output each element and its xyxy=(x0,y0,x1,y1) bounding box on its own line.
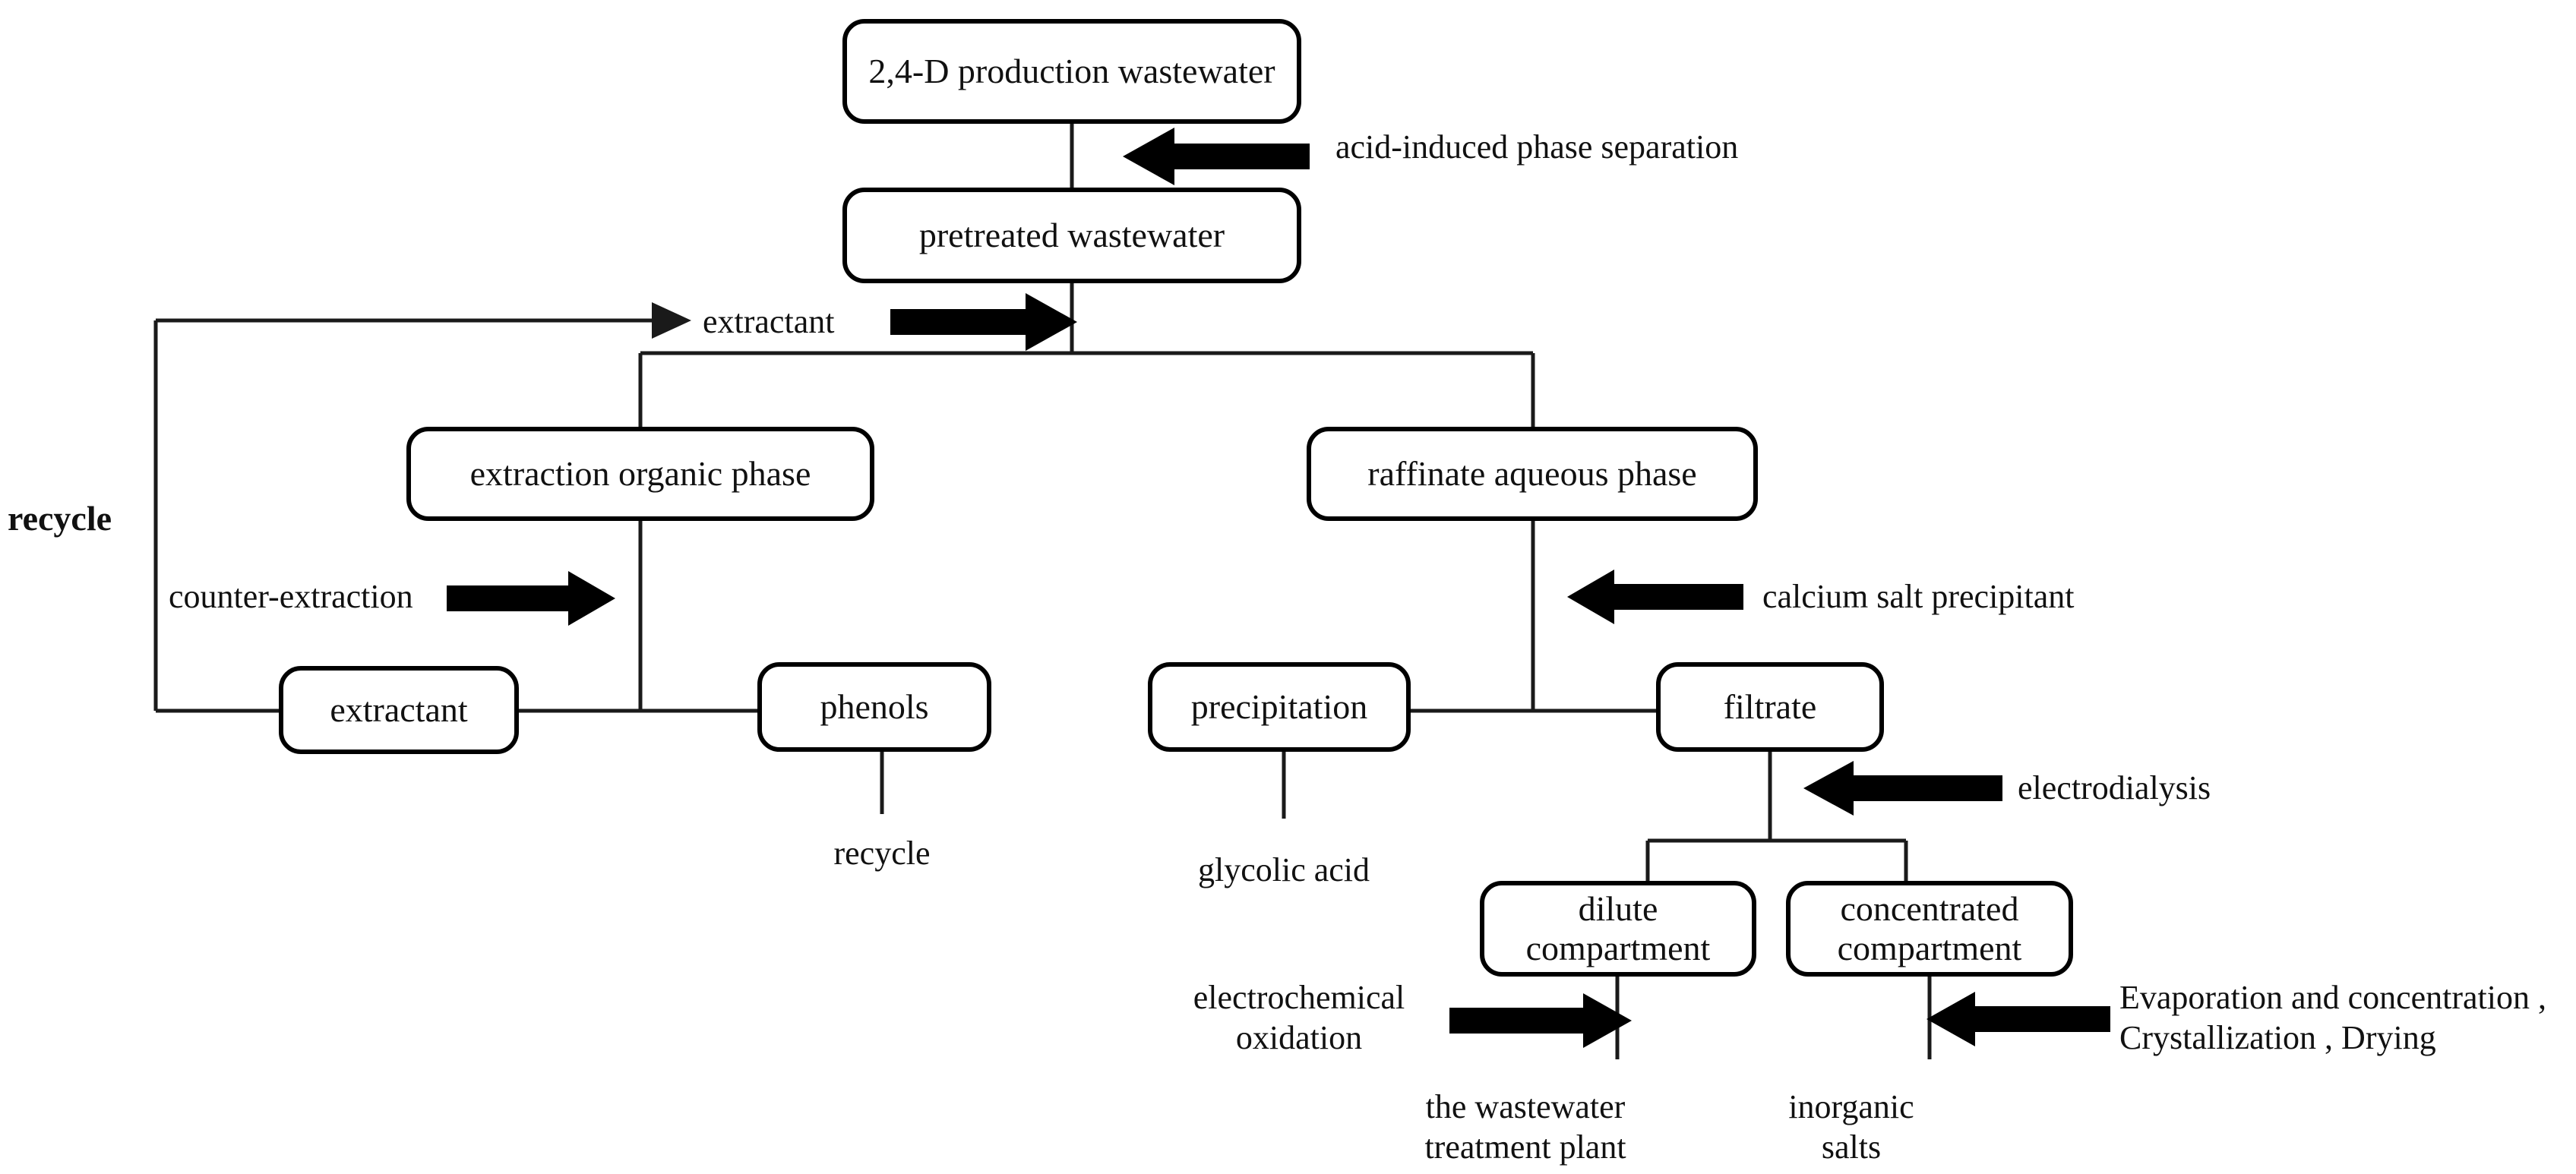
process-label-extractant: extractant xyxy=(703,303,835,340)
node-box-concentrated-compartment[interactable] xyxy=(1786,881,2073,977)
recycle-arrowhead-icon xyxy=(652,302,691,339)
block-arrow-electrochemical-oxidation-icon xyxy=(1449,993,1632,1048)
process-label-glycolic-acid: glycolic acid xyxy=(1197,851,1370,888)
node-box-extractant[interactable] xyxy=(279,666,519,754)
process-label-electrochemical-oxidation: electrochemical oxidation xyxy=(1193,979,1405,1056)
block-arrow-electrodialysis-icon xyxy=(1803,761,2002,816)
node-box-phenols[interactable] xyxy=(757,662,991,752)
node-box-precipitation[interactable] xyxy=(1148,662,1411,752)
block-arrow-evaporation-icon xyxy=(1926,992,2110,1046)
process-label-electrodialysis: electrodialysis xyxy=(2018,769,2211,806)
process-label-evaporation-crystallization-drying: Evaporation and concentration , Crystall… xyxy=(2119,979,2547,1056)
node-box-dilute-compartment[interactable] xyxy=(1480,881,1756,977)
node-box-raffinate-aqueous-phase[interactable] xyxy=(1307,427,1758,521)
node-box-2-4-d-production-wastewater[interactable] xyxy=(842,19,1301,124)
block-arrow-counter-extraction-icon xyxy=(447,571,615,626)
node-box-filtrate[interactable] xyxy=(1656,662,1884,752)
node-box-extraction-organic-phase[interactable] xyxy=(406,427,874,521)
process-label-calcium-salt-precipitant: calcium salt precipitant xyxy=(1762,578,2075,615)
block-arrow-extractant-icon xyxy=(890,293,1077,351)
process-label-acid-induced-phase-separation: acid-induced phase separation xyxy=(1335,128,1739,166)
process-label-inorganic-salts: inorganic salts xyxy=(1788,1088,1914,1166)
process-label-wastewater-treatment-plant: the wastewater treatment plant xyxy=(1424,1088,1626,1166)
block-arrow-calcium-salt-icon xyxy=(1567,570,1743,624)
process-label-recycle-phenols: recycle xyxy=(833,835,931,872)
process-label-recycle-left: recycle xyxy=(8,499,112,538)
node-box-pretreated-wastewater[interactable] xyxy=(842,188,1301,283)
process-label-counter-extraction: counter-extraction xyxy=(169,578,413,615)
block-arrow-acid-induced-icon xyxy=(1123,128,1310,185)
